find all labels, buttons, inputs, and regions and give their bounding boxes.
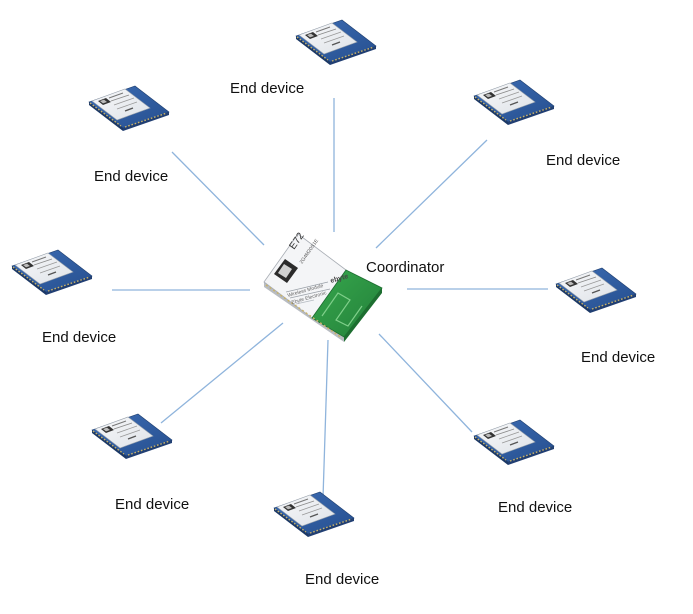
end-device-module-6 [11,249,93,296]
link-line-1 [375,139,488,249]
link-lines [112,98,548,499]
end-device-label-6: End device [42,329,117,346]
link-line-7 [171,151,265,246]
end-device-module-7 [88,85,170,132]
end-device-label-5: End device [115,496,190,513]
end-device-module-5 [91,413,173,460]
end-device-module-3 [473,419,555,466]
coordinator-module: E72 2G4M20S1E Wireless Module Ebyte Elec… [263,230,383,342]
end-device-label-1: End device [546,152,621,169]
end-device-label-7: End device [94,168,169,185]
end-device-label-2: End device [581,349,656,366]
link-line-3 [378,333,473,433]
coordinator-label: Coordinator [366,259,445,276]
link-line-4 [322,339,329,499]
end-device-label-3: End device [498,499,573,516]
end-device-module-0 [295,19,377,66]
link-line-5 [160,322,284,424]
end-device-label-4: End device [305,571,380,588]
end-device-module-2 [555,267,637,314]
chip-brand: ebyte [330,273,350,285]
end-device-label-0: End device [230,80,305,97]
end-device-module-1 [473,79,555,126]
end-device-module-4 [273,491,355,538]
